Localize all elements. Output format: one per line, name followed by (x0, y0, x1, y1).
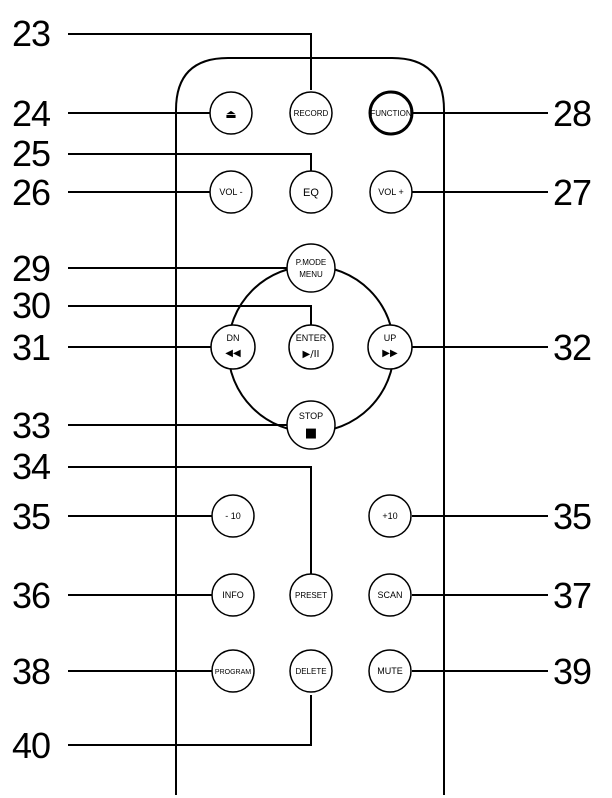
function-label: FUNCTION (370, 109, 412, 118)
dn-button[interactable]: DN ◀◀ (210, 324, 256, 370)
minus-10-button[interactable]: - 10 (211, 494, 255, 538)
stop-button[interactable]: STOP ■ (286, 400, 336, 450)
leader-30 (68, 305, 312, 328)
mute-label: MUTE (377, 666, 403, 676)
record-label: RECORD (294, 109, 329, 118)
forward-icon: ▶▶ (382, 348, 398, 359)
eq-button[interactable]: EQ (289, 170, 333, 214)
info-label: INFO (222, 590, 244, 600)
enter-play-pause-button[interactable]: ENTER ▶/II (288, 324, 334, 370)
callout-35-right: 35 (553, 496, 591, 537)
mute-button[interactable]: MUTE (368, 649, 412, 693)
preset-label: PRESET (295, 591, 327, 600)
enter-label: ENTER (296, 333, 327, 343)
callout-27: 27 (553, 172, 591, 213)
up-label: UP (384, 333, 397, 343)
leader-25 (68, 153, 312, 172)
eject-icon: ⏏ (225, 107, 236, 121)
plus-10-button[interactable]: +10 (368, 494, 412, 538)
callout-33: 33 (12, 405, 50, 446)
leader-23 (68, 33, 312, 90)
rewind-icon: ◀◀ (225, 348, 241, 359)
record-button[interactable]: RECORD (289, 91, 333, 135)
callout-23: 23 (12, 13, 50, 54)
program-label: PROGRAM (215, 669, 251, 676)
preset-button[interactable]: PRESET (289, 573, 333, 617)
vol-plus-label: VOL + (378, 187, 403, 197)
menu-label: MENU (299, 270, 323, 279)
vol-plus-button[interactable]: VOL + (369, 170, 413, 214)
vol-minus-button[interactable]: VOL - (209, 170, 253, 214)
callout-26: 26 (12, 172, 50, 213)
scan-label: SCAN (377, 590, 402, 600)
dn-label: DN (227, 333, 240, 343)
callout-30: 30 (12, 285, 50, 326)
delete-button[interactable]: DELETE (289, 649, 333, 693)
callout-25: 25 (12, 133, 50, 174)
callout-28: 28 (553, 93, 591, 134)
callout-32: 32 (553, 327, 591, 368)
callout-37: 37 (553, 575, 591, 616)
callout-39: 39 (553, 651, 591, 692)
program-button[interactable]: PROGRAM (211, 649, 255, 693)
callout-29: 29 (12, 248, 50, 289)
eq-label: EQ (303, 187, 319, 199)
delete-label: DELETE (295, 667, 326, 676)
callout-38: 38 (12, 651, 50, 692)
callout-36: 36 (12, 575, 50, 616)
scan-button[interactable]: SCAN (368, 573, 412, 617)
play-pause-icon: ▶/II (303, 349, 320, 360)
callout-34: 34 (12, 446, 50, 487)
minus-10-label: - 10 (225, 511, 241, 521)
function-button[interactable]: FUNCTION (368, 90, 414, 136)
leader-34 (68, 466, 312, 575)
eject-button[interactable]: ⏏ (209, 91, 253, 135)
up-button[interactable]: UP ▶▶ (367, 324, 413, 370)
plus-10-label: +10 (382, 511, 397, 521)
callout-numbers: 23 24 25 26 27 28 29 30 31 32 33 34 35 3… (12, 13, 592, 766)
callout-40: 40 (12, 725, 50, 766)
vol-minus-label: VOL - (219, 187, 242, 197)
callout-31: 31 (12, 327, 50, 368)
callout-24: 24 (12, 93, 50, 134)
pmode-menu-button[interactable]: P.MODE MENU (286, 243, 336, 293)
stop-icon: ■ (305, 426, 317, 441)
info-button[interactable]: INFO (211, 573, 255, 617)
callout-35-left: 35 (12, 496, 50, 537)
pmode-label: P.MODE (296, 258, 327, 267)
stop-label: STOP (299, 411, 323, 421)
leader-40 (68, 695, 312, 746)
leader-lines (68, 33, 548, 746)
